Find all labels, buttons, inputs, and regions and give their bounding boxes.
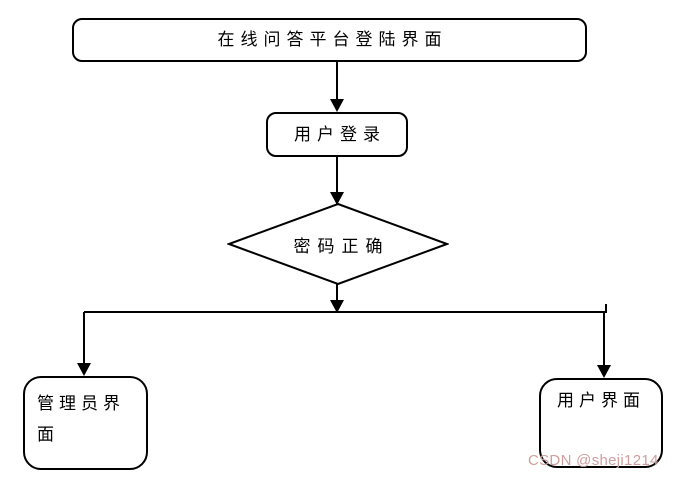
decision-diamond-shape [227,203,449,285]
edge-start-login-arrowhead-icon [330,99,344,112]
node-admin: 管理员界面 [23,376,148,470]
node-user: 用户界面 [539,378,663,468]
edge-branch-admin-arrowhead-icon [77,363,91,376]
node-decision: 密码正确 [227,203,449,285]
edge-login-decision-line [336,157,338,193]
edge-decision-branch-line [336,283,338,301]
branch-corner-stub [605,304,607,312]
edge-branch-admin-line [83,312,85,364]
branch-horizontal-line [84,311,607,313]
edge-login-decision-arrowhead-icon [330,192,344,205]
edge-start-login-line [336,62,338,100]
node-decision-label: 密码正确 [293,236,390,257]
edge-branch-user-line [603,312,605,366]
edge-decision-branch-arrowhead-icon [330,300,344,313]
node-start: 在线问答平台登陆界面 [72,18,587,62]
edge-branch-user-arrowhead-icon [597,365,611,378]
watermark: CSDN @sheji1214 [528,452,659,469]
node-login: 用户登录 [266,112,408,157]
